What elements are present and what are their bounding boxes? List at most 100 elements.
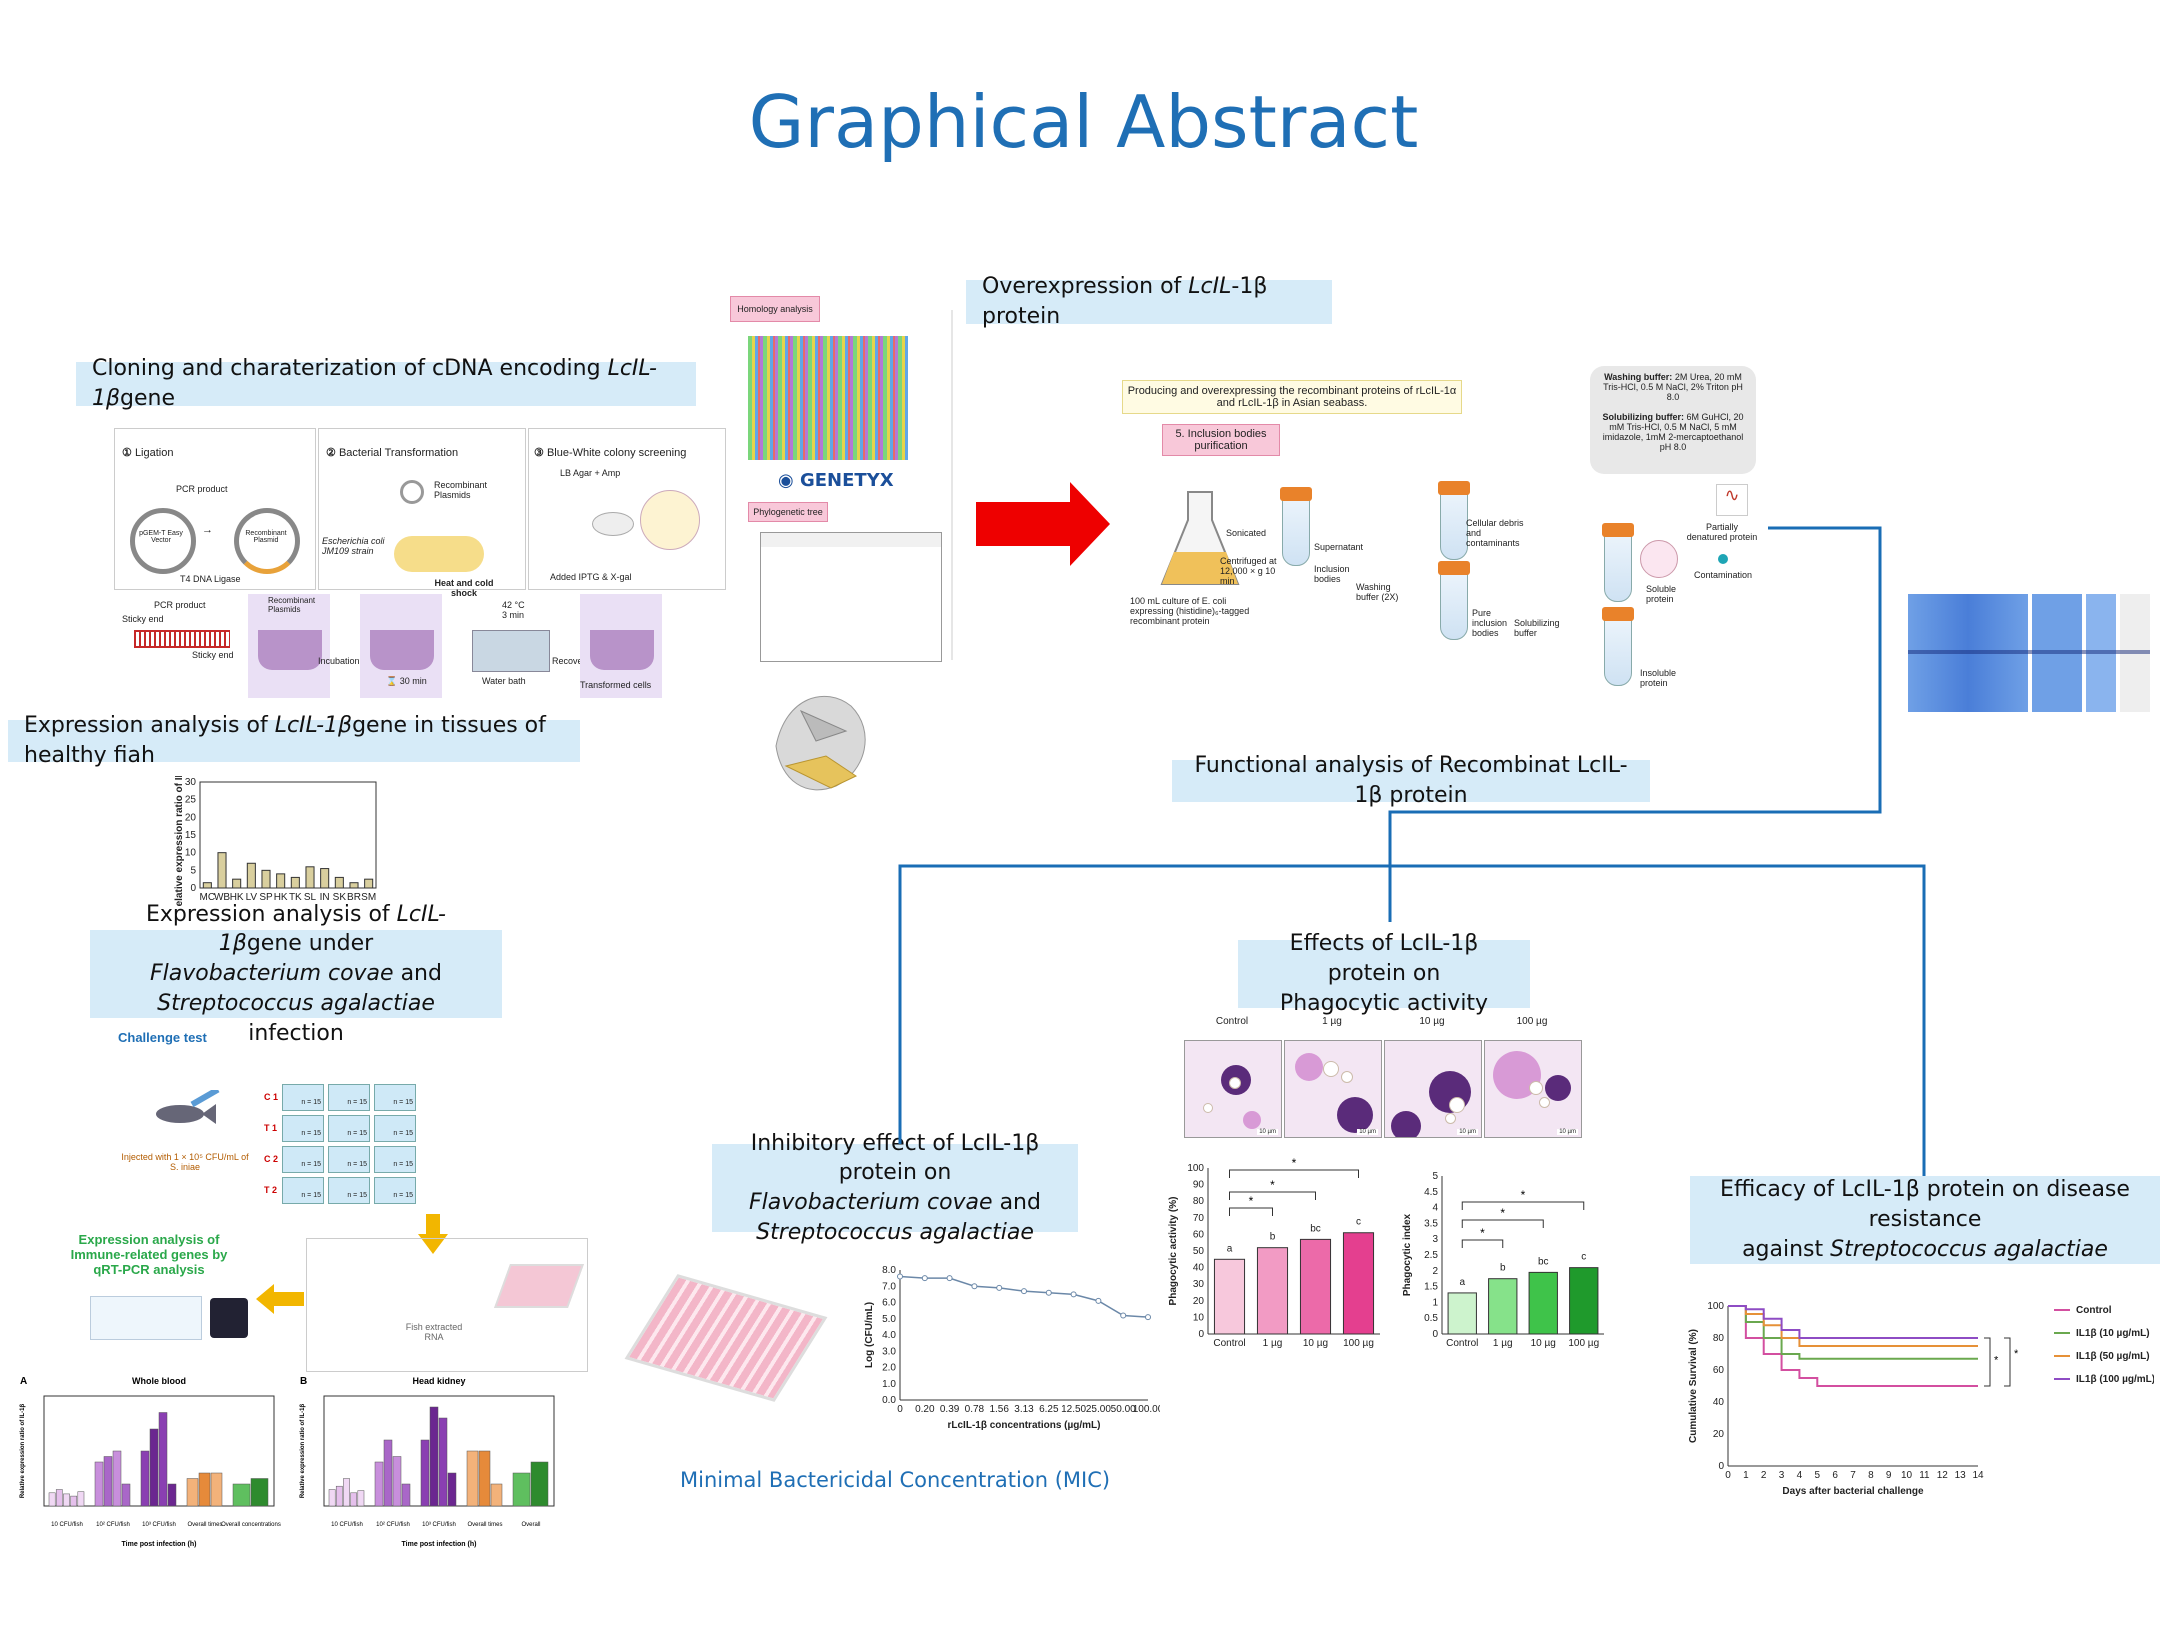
x-tick-label: 8 — [1868, 1470, 1874, 1481]
x-tick-label: 0.39 — [940, 1404, 960, 1415]
significance-star: * — [1249, 1194, 1254, 1208]
bar — [490, 1483, 503, 1507]
y-tick-label: 4.0 — [882, 1330, 896, 1341]
y-tick-label: 90 — [1193, 1180, 1205, 1191]
red-arrow — [976, 482, 1110, 566]
bar — [392, 1456, 402, 1507]
bar — [232, 878, 242, 889]
x-tick-label: 100 µg — [1568, 1338, 1599, 1349]
bar — [429, 1406, 439, 1507]
bar — [140, 1450, 150, 1507]
x-tick-label: Control — [1446, 1338, 1478, 1349]
x-tick-label: 3.13 — [1014, 1404, 1034, 1415]
tank: n = 15 — [374, 1146, 416, 1173]
bar — [383, 1439, 393, 1507]
mic-label: Minimal Bactericidal Concentration (MIC) — [680, 1468, 1111, 1492]
x-tick-label: 11 — [1919, 1470, 1930, 1481]
bar — [512, 1472, 531, 1507]
bar — [167, 1483, 177, 1507]
x-tick-label: 1.56 — [989, 1404, 1009, 1415]
bar — [1569, 1267, 1599, 1335]
x-tick-label: 12 — [1937, 1470, 1949, 1481]
survival-line — [1728, 1305, 1978, 1387]
y-tick-label: 1 — [1432, 1297, 1438, 1308]
x-axis-label: Time post infection (h) — [122, 1541, 197, 1548]
bar — [48, 1492, 56, 1507]
x-tick-label: TK — [289, 892, 302, 903]
data-label: a — [1227, 1243, 1233, 1254]
sds-page-gel — [1888, 580, 2158, 716]
y-tick-label: 1.0 — [882, 1379, 896, 1390]
bar — [261, 869, 271, 889]
group-label: 10² CFU/fish — [376, 1522, 410, 1528]
bar — [63, 1493, 70, 1507]
y-tick-label: 80 — [1193, 1196, 1205, 1207]
significance-star: * — [2014, 1348, 2019, 1360]
y-tick-label: 3.0 — [882, 1346, 896, 1357]
bar — [478, 1450, 491, 1507]
y-tick-label: 2.0 — [882, 1363, 896, 1374]
inclusion-label: 5. Inclusion bodies purification — [1162, 424, 1280, 456]
bar — [112, 1450, 122, 1507]
tank: n = 15 — [282, 1146, 324, 1173]
data-label: b — [1500, 1263, 1506, 1274]
group-label: Overall times — [187, 1522, 222, 1528]
bar — [149, 1428, 159, 1507]
bar — [305, 866, 315, 889]
x-tick-label: 4 — [1797, 1470, 1803, 1481]
x-tick-label: 3 — [1779, 1470, 1785, 1481]
y-tick-label: 3.5 — [1424, 1218, 1438, 1229]
buffer-note: Washing buffer: 2M Urea, 20 mM Tris-HCl,… — [1590, 366, 1756, 474]
y-tick-label: 2 — [1432, 1266, 1438, 1277]
data-point — [996, 1284, 1003, 1291]
x-tick-label: 7 — [1850, 1470, 1856, 1481]
significance-star: * — [1521, 1188, 1526, 1202]
y-tick-label: 0 — [1198, 1329, 1204, 1340]
y-tick-label: 100 — [1187, 1163, 1204, 1174]
image-label: 100 µg — [1516, 1016, 1548, 1027]
y-tick-label: 25 — [185, 795, 197, 806]
tank: n = 15 — [328, 1084, 370, 1111]
bar — [328, 1489, 336, 1507]
y-axis-label: Phagocytic activity (%) — [1168, 1197, 1179, 1306]
phagocyte-image: 10 µm — [1284, 1040, 1382, 1138]
chart-title: Whole blood — [132, 1376, 186, 1386]
x-tick-label: 1 — [1743, 1470, 1749, 1481]
y-tick-label: 15 — [185, 830, 197, 841]
x-tick-label: 13 — [1955, 1470, 1967, 1481]
y-tick-label: 5.0 — [882, 1314, 896, 1325]
panel-letter: B — [300, 1376, 307, 1387]
x-tick-label: Control — [1213, 1338, 1245, 1349]
bar — [94, 1461, 104, 1507]
data-point — [1070, 1291, 1077, 1298]
protein-icon: ∿ — [1716, 484, 1748, 516]
data-point — [1120, 1312, 1127, 1319]
section-infection-expression: Expression analysis of LcIL-1βgene under… — [90, 902, 502, 1046]
phagocyte-image: 10 µm — [1184, 1040, 1282, 1138]
y-axis-label: Log (CFU/mL) — [864, 1302, 875, 1368]
bar — [1488, 1278, 1518, 1335]
data-point — [897, 1273, 903, 1280]
bar — [466, 1450, 479, 1507]
y-tick-label: 100 — [1707, 1301, 1724, 1312]
group-label: C 2 — [264, 1154, 279, 1164]
bar — [186, 1478, 199, 1507]
y-tick-label: 50 — [1193, 1246, 1205, 1257]
bar — [335, 1485, 343, 1507]
x-tick-label: HK — [274, 892, 288, 903]
scale-bar-label: 10 µm — [1557, 1129, 1578, 1135]
tank: n = 15 — [328, 1177, 370, 1204]
x-tick-label: 2 — [1761, 1470, 1767, 1481]
x-tick-label: 10 µg — [1531, 1338, 1556, 1349]
data-point — [946, 1275, 953, 1282]
y-tick-label: 20 — [185, 812, 197, 823]
x-tick-label: 0.20 — [915, 1404, 935, 1415]
